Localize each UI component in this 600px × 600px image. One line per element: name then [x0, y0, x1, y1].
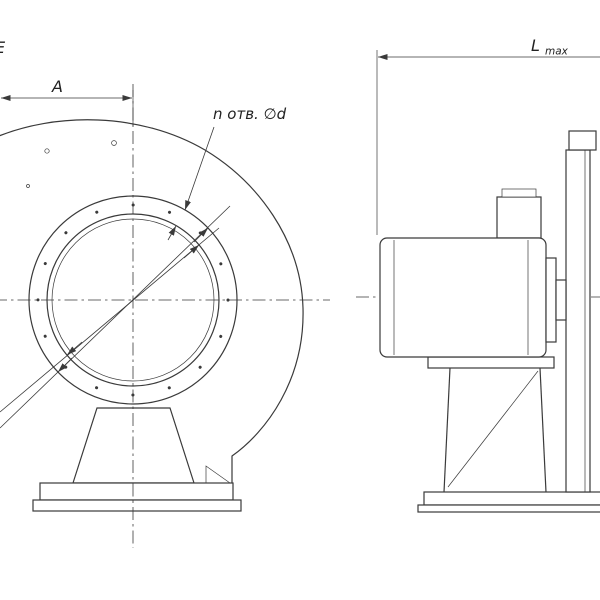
front-view: A E n отв. ∅d: [0, 38, 330, 548]
side-view: L max: [356, 36, 600, 513]
stand-leg-right: [539, 367, 547, 493]
dim-arrow: [66, 341, 83, 356]
diameter-dim-1: [0, 205, 231, 429]
motor-end-step: [545, 257, 557, 343]
stand-brace: [447, 370, 539, 488]
housing-body: [565, 149, 591, 493]
dim-lmax-main: L: [531, 36, 540, 55]
holes-leader: [184, 126, 215, 211]
dim-lmax-sub: max: [545, 46, 569, 58]
casing-rivet-hole: [26, 184, 30, 188]
dim-a-label: A: [51, 77, 63, 96]
diameter-dim-2: [0, 227, 220, 413]
pedestal: [72, 407, 195, 484]
holes-note-label: n отв. ∅d: [213, 105, 287, 123]
stand-leg-left: [443, 367, 451, 493]
pedestal-gusset: [205, 465, 231, 484]
dim-e-label: E: [0, 38, 6, 57]
casing-rivet-hole: [111, 140, 117, 146]
motor-terminal-box: [496, 196, 542, 239]
dim-arrow: [183, 244, 200, 259]
casing-rivet-hole: [44, 148, 50, 154]
motor-shaft: [555, 279, 567, 321]
base-flange-side: [417, 504, 600, 513]
terminal-box-cap: [501, 188, 537, 198]
housing-top-cap: [568, 130, 597, 151]
motor-body: [379, 237, 547, 358]
base-plate: [39, 482, 234, 501]
dim-arrow: [167, 225, 177, 241]
motor-rail: [427, 356, 555, 369]
dim-arrow: [193, 227, 209, 243]
base-plate-side: [423, 491, 600, 506]
volute-casing: [0, 119, 304, 483]
base-flange: [32, 499, 242, 512]
dim-arrow: [57, 357, 73, 373]
dim-lmax-label: L max: [531, 36, 569, 58]
